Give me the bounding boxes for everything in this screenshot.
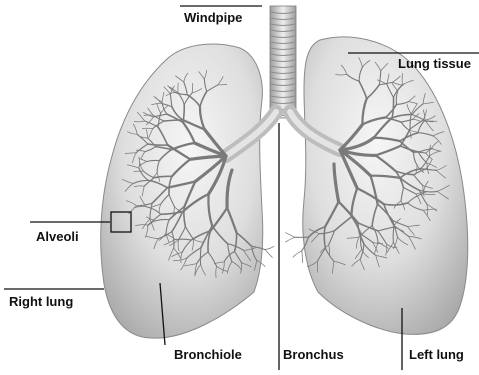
left-lung-shape xyxy=(303,37,468,334)
windpipe-label: Windpipe xyxy=(184,10,242,25)
windpipe-shape xyxy=(270,6,296,118)
bronchiole-branch xyxy=(302,251,303,263)
bronchiole-branch xyxy=(200,248,201,265)
alveoli-label: Alveoli xyxy=(36,229,79,244)
bronchiole-label: Bronchiole xyxy=(174,347,242,362)
left-lung-label: Left lung xyxy=(409,347,464,362)
lung-tissue-label: Lung tissue xyxy=(398,56,471,71)
bronchiole-branch xyxy=(293,251,302,257)
bronchiole-branch xyxy=(265,246,274,249)
bronchiole-branch xyxy=(286,233,295,238)
bronchiole-branch xyxy=(286,237,295,242)
right-lung-label: Right lung xyxy=(9,294,73,309)
bronchiole-branch xyxy=(265,250,272,258)
bronchus-label: Bronchus xyxy=(283,347,344,362)
